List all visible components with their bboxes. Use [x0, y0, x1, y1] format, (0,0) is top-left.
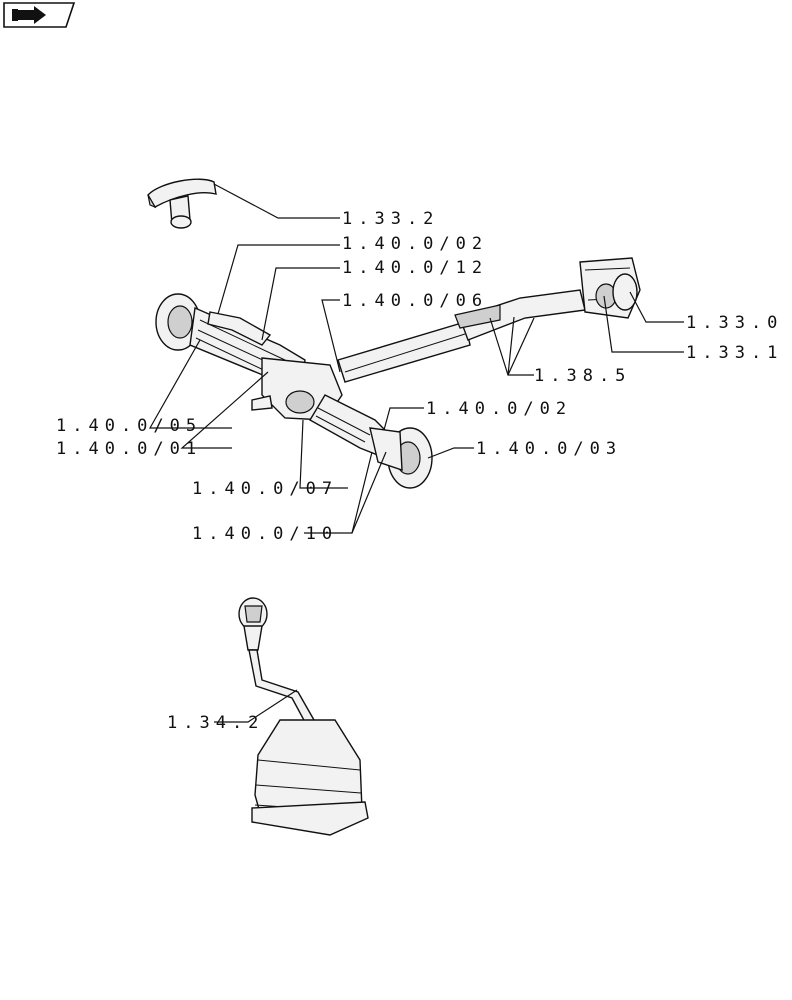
gear-lever-assembly [238, 597, 369, 836]
callout-1-40-0-02-top[interactable]: 1.40.0/02 [342, 234, 488, 254]
callout-1-33-1[interactable]: 1.33.1 [686, 343, 783, 363]
leader-lines [148, 183, 684, 723]
callout-1-40-0-10[interactable]: 1.40.0/10 [192, 524, 338, 544]
callout-1-40-0-07[interactable]: 1.40.0/07 [192, 479, 338, 499]
callout-1-40-0-12[interactable]: 1.40.0/12 [342, 258, 488, 278]
callout-1-40-0-06[interactable]: 1.40.0/06 [342, 291, 488, 311]
back-arrow-icon [12, 6, 46, 24]
callout-labels: 1.33.2 1.40.0/02 1.40.0/12 1.40.0/06 1.3… [56, 209, 783, 733]
callout-1-33-0[interactable]: 1.33.0 [686, 313, 783, 333]
callout-1-40-0-03[interactable]: 1.40.0/03 [476, 439, 622, 459]
front-axle-assembly [155, 257, 641, 489]
callout-1-40-0-02-right[interactable]: 1.40.0/02 [426, 399, 572, 419]
callout-1-34-2[interactable]: 1.34.2 [167, 713, 264, 733]
callout-1-40-0-01[interactable]: 1.40.0/01 [56, 439, 202, 459]
t-handle-part [147, 178, 217, 229]
callout-1-38-5[interactable]: 1.38.5 [534, 366, 631, 386]
callout-1-33-2[interactable]: 1.33.2 [342, 209, 439, 229]
back-button[interactable] [3, 2, 76, 28]
callout-1-40-0-05[interactable]: 1.40.0/05 [56, 416, 202, 436]
